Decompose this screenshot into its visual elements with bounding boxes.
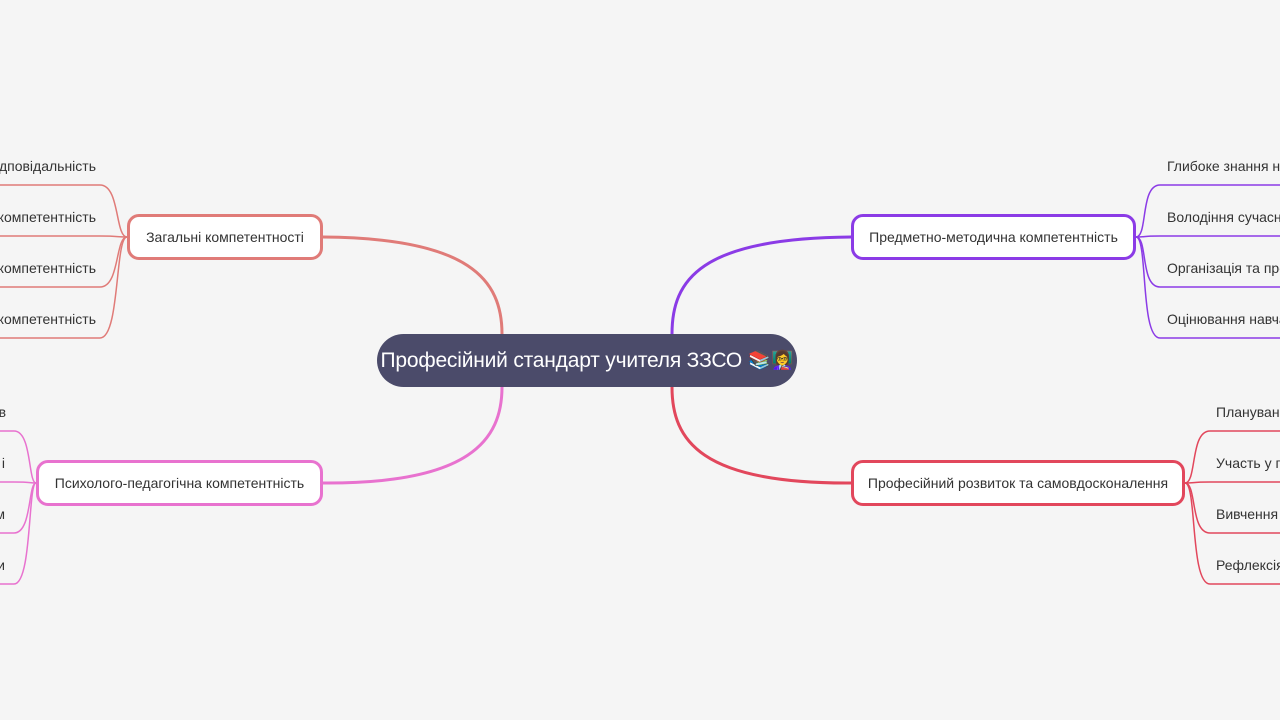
connector-leaf-development: [1184, 482, 1280, 585]
leaf-general-1[interactable]: дповідальність: [0, 158, 96, 174]
connector-leaf-general: [0, 235, 128, 238]
connector-leaf-subject: [1135, 235, 1280, 238]
connector-leaf-general: [0, 184, 128, 238]
leaf-subject-1[interactable]: Глибоке знання на: [1167, 158, 1280, 174]
root-node[interactable]: Професійний стандарт учителя ЗЗСО 📚 👩‍🏫: [377, 334, 797, 387]
leaf-subject-2[interactable]: Володіння сучасн: [1167, 209, 1280, 225]
branch-psychological-pedagogical[interactable]: Психолого-педагогічна компетентність: [36, 460, 323, 506]
leaf-development-1[interactable]: Плануван: [1216, 404, 1280, 420]
connector-leaf-psych: [0, 482, 37, 585]
connector-leaf-psych: [0, 430, 37, 484]
leaf-development-3[interactable]: Вивчення: [1216, 506, 1279, 522]
branch-label: Професійний розвиток та самовдосконаленн…: [867, 475, 1169, 491]
leaf-psych-1[interactable]: в: [0, 404, 6, 420]
connector-leaf-general: [0, 236, 128, 288]
leaf-general-4[interactable]: компетентність: [0, 311, 96, 327]
connector-leaf-general: [0, 236, 128, 339]
branch-label: Предметно-методична компетентність: [869, 229, 1118, 245]
connector-leaf-development: [1184, 430, 1280, 484]
connector-root-psych: [321, 385, 504, 485]
leaf-psych-3[interactable]: м: [0, 506, 5, 522]
branch-subject-methodical[interactable]: Предметно-методична компетентність: [851, 214, 1136, 260]
leaf-psych-4[interactable]: и: [0, 557, 5, 573]
root-emoji-group: 📚 👩‍🏫: [748, 350, 794, 371]
branch-label: Загальні компетентності: [146, 229, 304, 245]
leaf-subject-4[interactable]: Оцінювання навча: [1167, 311, 1280, 327]
connector-leaf-development: [1184, 481, 1280, 484]
branch-label: Психолого-педагогічна компетентність: [54, 475, 305, 491]
teacher-icon: 👩‍🏫: [771, 350, 794, 371]
branch-professional-development[interactable]: Професійний розвиток та самовдосконаленн…: [851, 460, 1185, 506]
connector-leaf-subject: [1135, 184, 1280, 238]
leaf-general-2[interactable]: компетентність: [0, 209, 96, 225]
leaf-general-3[interactable]: компетентність: [0, 260, 96, 276]
connector-leaf-subject: [1135, 236, 1280, 339]
connector-leaf-psych: [0, 481, 37, 484]
connector-root-subject: [670, 235, 853, 336]
leaf-psych-2[interactable]: і: [1, 455, 5, 471]
root-label: Професійний стандарт учителя ЗЗСО: [380, 348, 743, 372]
leaf-development-2[interactable]: Участь у пр: [1216, 455, 1280, 471]
connector-leaf-subject: [1135, 236, 1280, 288]
connector-root-general: [321, 235, 504, 336]
leaf-subject-3[interactable]: Організація та про: [1167, 260, 1280, 276]
branch-general-competencies[interactable]: Загальні компетентності: [127, 214, 323, 260]
books-icon: 📚: [748, 350, 771, 371]
connector-root-development: [670, 385, 853, 485]
connector-leaf-development: [1184, 482, 1280, 534]
leaf-development-4[interactable]: Рефлексія: [1216, 557, 1280, 573]
